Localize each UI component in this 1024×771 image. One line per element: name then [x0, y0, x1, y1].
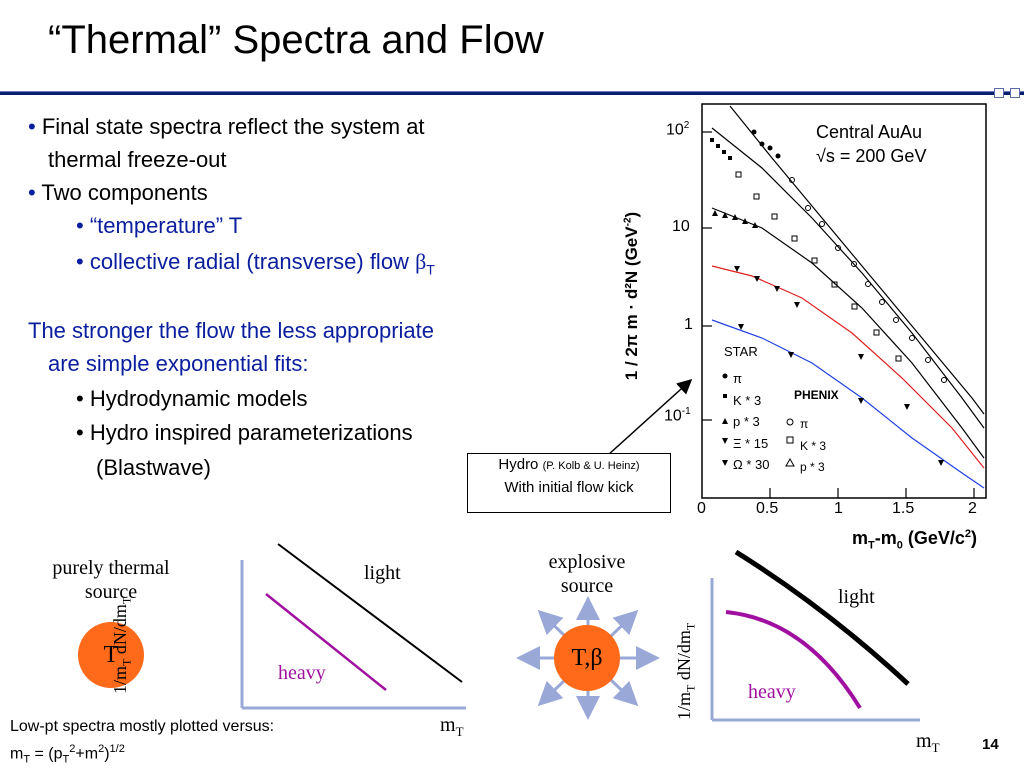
- divider-end-square: [994, 88, 1004, 98]
- thermal-source-label: purely thermal source: [52, 557, 170, 603]
- x-tick-0.5: 0.5: [756, 500, 779, 517]
- x-tick-2: 2: [968, 500, 977, 517]
- hydro-pointer-arrow: [607, 378, 693, 456]
- light-curve: [734, 549, 910, 686]
- markers-omega: [738, 324, 944, 466]
- markers-pion: [751, 129, 781, 159]
- sub-bullet-hydro: • Hydrodynamic models: [76, 386, 308, 411]
- sub-bullet-blastwave: • Hydro inspired parameterizations: [76, 420, 413, 445]
- y-tick-10: 10: [672, 218, 690, 235]
- explosive-source-circle: T,β: [554, 625, 620, 691]
- legend-phenix: π K * 3 p * 3: [800, 417, 827, 474]
- y-tick-0.1: 10-1: [664, 406, 691, 425]
- x-tick-0: 0: [697, 500, 706, 517]
- light-line: [277, 543, 463, 683]
- flow-paragraph-line1: The stronger the flow the less appropria…: [28, 318, 435, 343]
- heavy-curve: [725, 610, 862, 710]
- x-tick-1: 1: [834, 500, 843, 517]
- thermal-y-label: 1/mT dN/dmT: [110, 596, 134, 694]
- bullet-1-cont: thermal freeze-out: [48, 147, 227, 172]
- flow-paragraph-line2: are simple exponential fits:: [48, 351, 309, 376]
- collision-annotation: Central AuAu √s = 200 GeV: [816, 122, 927, 166]
- y-tick-100: 102: [666, 120, 690, 139]
- heavy-line: [265, 593, 387, 691]
- curve-xi: [711, 265, 985, 469]
- spectra-figure: 102 10 1 10-1 0 0.5 1 1.5 2 mT-m0 (GeV/c…: [612, 98, 1022, 558]
- y-tick-1: 1: [684, 316, 693, 333]
- y-axis-label: 1 / 2π m · d²N (GeV-2): [622, 211, 641, 381]
- x-axis-label: mT-m0 (GeV/c2): [852, 528, 978, 552]
- divider-end-square: [1010, 88, 1020, 98]
- bullet-2: • Two components: [28, 180, 208, 205]
- thermal-source-circle: T: [78, 622, 144, 688]
- bullet-1: • Final state spectra reflect the system…: [28, 114, 425, 139]
- sub-bullet-blastwave-cont: (Blastwave): [96, 455, 211, 480]
- legend-star: π K * 3 p * 3 Ξ * 15 Ω * 30: [733, 371, 770, 472]
- markers-proton: [712, 210, 758, 228]
- slide-title: “Thermal” Spectra and Flow: [48, 18, 544, 62]
- explosive-source-label: explosive source: [548, 551, 626, 597]
- title-divider: [0, 91, 1024, 95]
- x-tick-1.5: 1.5: [892, 500, 915, 517]
- curve-pion: [729, 105, 985, 415]
- thermal-light-label: light: [364, 562, 401, 584]
- explosive-sketch-axes: [710, 549, 920, 722]
- legend-star-title: STAR: [724, 344, 758, 359]
- explosive-light-label: light: [838, 586, 875, 608]
- footnote-formula: mT = (pT2+m2)1/2: [10, 743, 125, 766]
- sub-bullet-temperature: • “temperature” T: [76, 213, 243, 238]
- explosive-y-label: 1/mT dN/dmT: [674, 622, 698, 720]
- markers-phenix-pion: [789, 177, 947, 383]
- explosive-heavy-label: heavy: [748, 681, 796, 703]
- spectra-plot: [701, 103, 987, 499]
- markers-phenix-kaon: [735, 171, 902, 362]
- page-number: 14: [982, 736, 999, 753]
- plot-frame: [701, 103, 987, 499]
- explosive-x-label: mT: [916, 730, 940, 755]
- thermal-sketch-axes: [240, 543, 466, 710]
- legend-phenix-title: PHENIX: [794, 388, 839, 402]
- thermal-heavy-label: heavy: [278, 662, 326, 684]
- markers-xi: [734, 266, 910, 410]
- markers-kaon: [710, 138, 732, 160]
- hydro-note-box: Hydro (P. Kolb & U. Heinz) With initial …: [467, 453, 671, 513]
- footnote: Low-pt spectra mostly plotted versus: mT…: [10, 716, 274, 771]
- sub-bullet-flow: • collective radial (transverse) flow βT: [76, 249, 435, 278]
- thermal-x-label: mT: [440, 714, 464, 739]
- curve-proton: [711, 207, 985, 459]
- curve-kaon: [711, 127, 985, 429]
